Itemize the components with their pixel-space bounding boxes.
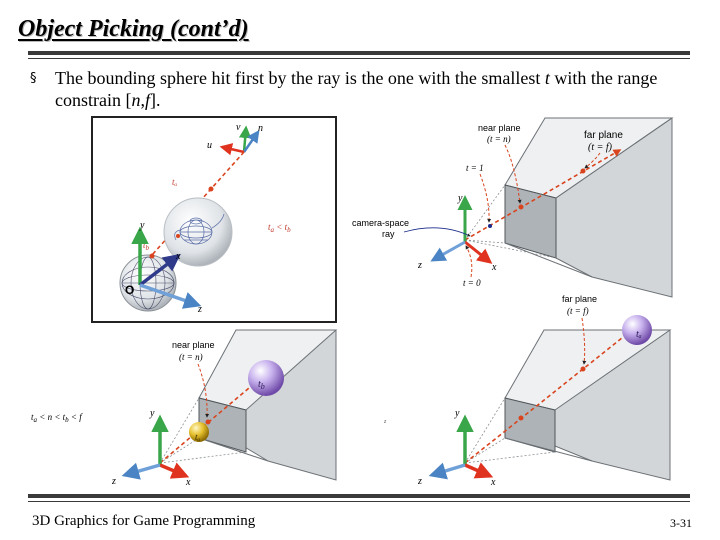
frustum-dashed-lines xyxy=(464,184,557,259)
picking-ray xyxy=(464,329,633,464)
ray-near-point xyxy=(518,415,524,421)
label-near-plane: near plane xyxy=(478,123,521,133)
label-y: y xyxy=(457,193,463,204)
label-y: y xyxy=(149,408,155,419)
footer-divider-thick xyxy=(28,494,690,498)
leader-line xyxy=(197,363,210,418)
label-camera-space: camera-space xyxy=(352,218,409,228)
teapot-wireframe xyxy=(174,213,225,245)
label-near-eq: (t = n) xyxy=(179,352,203,362)
camera-n-axis xyxy=(242,129,260,153)
world-z-axis xyxy=(139,283,202,309)
stray-mark: z xyxy=(383,419,387,425)
frustum-edge xyxy=(504,437,593,462)
sphere-tb xyxy=(248,360,284,396)
ray-label-leader xyxy=(403,227,471,237)
label-x: x xyxy=(491,262,497,273)
label-x: x xyxy=(175,251,181,262)
camera-z-axis xyxy=(121,462,161,480)
bullet-f: f xyxy=(144,90,150,110)
label-z: z xyxy=(197,304,202,315)
panel-camera-space: y x z near plane (t = n) far plane (t = … xyxy=(352,117,674,298)
ray-far-point xyxy=(580,168,586,174)
near-plane xyxy=(504,397,556,453)
bullet-marker: § xyxy=(30,71,37,86)
hit-point-tb xyxy=(149,253,155,259)
bullet-text-part2: with the range constrain [ xyxy=(55,68,658,110)
label-n: n xyxy=(258,123,263,134)
label-near-plane: near plane xyxy=(172,340,215,350)
label-t-zero: t = 0 xyxy=(463,278,481,288)
camera-z-axis xyxy=(428,462,466,480)
hit-point-tb-teapot xyxy=(176,234,180,238)
bullet-n: n xyxy=(131,90,141,110)
bullet-text-part3: ]. xyxy=(150,90,161,110)
slide-title: Object Picking (cont’d) xyxy=(18,16,249,42)
panel-far-case: tₐ y x z far plane (t = f) xyxy=(417,294,672,488)
label-ta: tₐ xyxy=(172,177,178,187)
label-y: y xyxy=(454,408,460,419)
label-far-eq: (t = f) xyxy=(588,142,613,153)
camera-v-axis xyxy=(238,125,252,153)
footer-page-number: 3-31 xyxy=(670,516,692,530)
world-x-axis xyxy=(138,253,181,287)
bullet-comma: , xyxy=(140,90,145,110)
label-z: z xyxy=(417,260,422,271)
camera-u-axis xyxy=(219,143,245,156)
label-far-eq: (t = f) xyxy=(567,306,589,316)
picking-ray xyxy=(159,371,269,464)
picking-figure: v n u tₐ tb xyxy=(0,112,720,492)
frustum-dashed-lines xyxy=(464,397,556,464)
bullet-text-part1: The bounding sphere hit first by the ray… xyxy=(55,68,545,88)
footer-divider-thin xyxy=(28,501,690,502)
label-z: z xyxy=(417,476,422,487)
label-v: v xyxy=(236,122,241,133)
label-tb: tb xyxy=(258,379,265,391)
label-x: x xyxy=(185,477,191,488)
title-divider-thin xyxy=(28,58,690,59)
title-divider-thick xyxy=(28,51,690,55)
ray-far-point xyxy=(580,366,586,372)
frustum-edge xyxy=(198,437,269,462)
frustum-edge xyxy=(504,242,593,278)
sphere-ta xyxy=(622,315,652,345)
label-ta: tₐ xyxy=(195,432,201,442)
frustum-edge xyxy=(555,117,673,199)
leader-lines xyxy=(465,144,601,278)
label-far-plane: far plane xyxy=(584,130,623,141)
label-y: y xyxy=(139,220,145,231)
ray-t-one-point xyxy=(488,224,492,228)
bullet-t: t xyxy=(544,68,550,88)
label-tb: tb xyxy=(143,240,150,252)
camera-z-axis xyxy=(430,240,466,262)
camera-x-axis xyxy=(464,462,494,479)
label-ray: ray xyxy=(382,229,395,239)
bullet-text: The bounding sphere hit first by the ray… xyxy=(55,67,705,111)
panel-near-case: tb tₐ y x z near plane (t = n) ta < n < … xyxy=(31,329,387,488)
label-origin: O xyxy=(125,283,134,297)
label-x: x xyxy=(490,477,496,488)
label-u: u xyxy=(207,140,212,151)
label-inequality: ta < n < tb < f xyxy=(31,412,83,424)
label-inequality: ta < tb xyxy=(268,222,291,234)
label-far-plane: far plane xyxy=(562,294,597,304)
footer-course: 3D Graphics for Game Programming xyxy=(32,513,256,529)
label-near-eq: (t = n) xyxy=(487,134,511,144)
leader-line xyxy=(581,317,587,365)
ray-near-point xyxy=(205,419,211,425)
near-plane xyxy=(504,184,557,259)
panel-world-space: v n u tₐ tb xyxy=(91,116,337,323)
camera-x-axis xyxy=(159,462,190,479)
figure-svg: v n u tₐ tb xyxy=(31,116,674,488)
sphere-ta xyxy=(189,422,209,442)
ray-near-point xyxy=(518,204,524,210)
hit-point-ta xyxy=(208,186,214,192)
sphere-wireframe xyxy=(121,256,175,310)
label-t-one: t = 1 xyxy=(466,163,484,173)
frustum-dashed-lines xyxy=(159,397,247,464)
label-z: z xyxy=(111,476,116,487)
label-ta: tₐ xyxy=(636,329,642,340)
